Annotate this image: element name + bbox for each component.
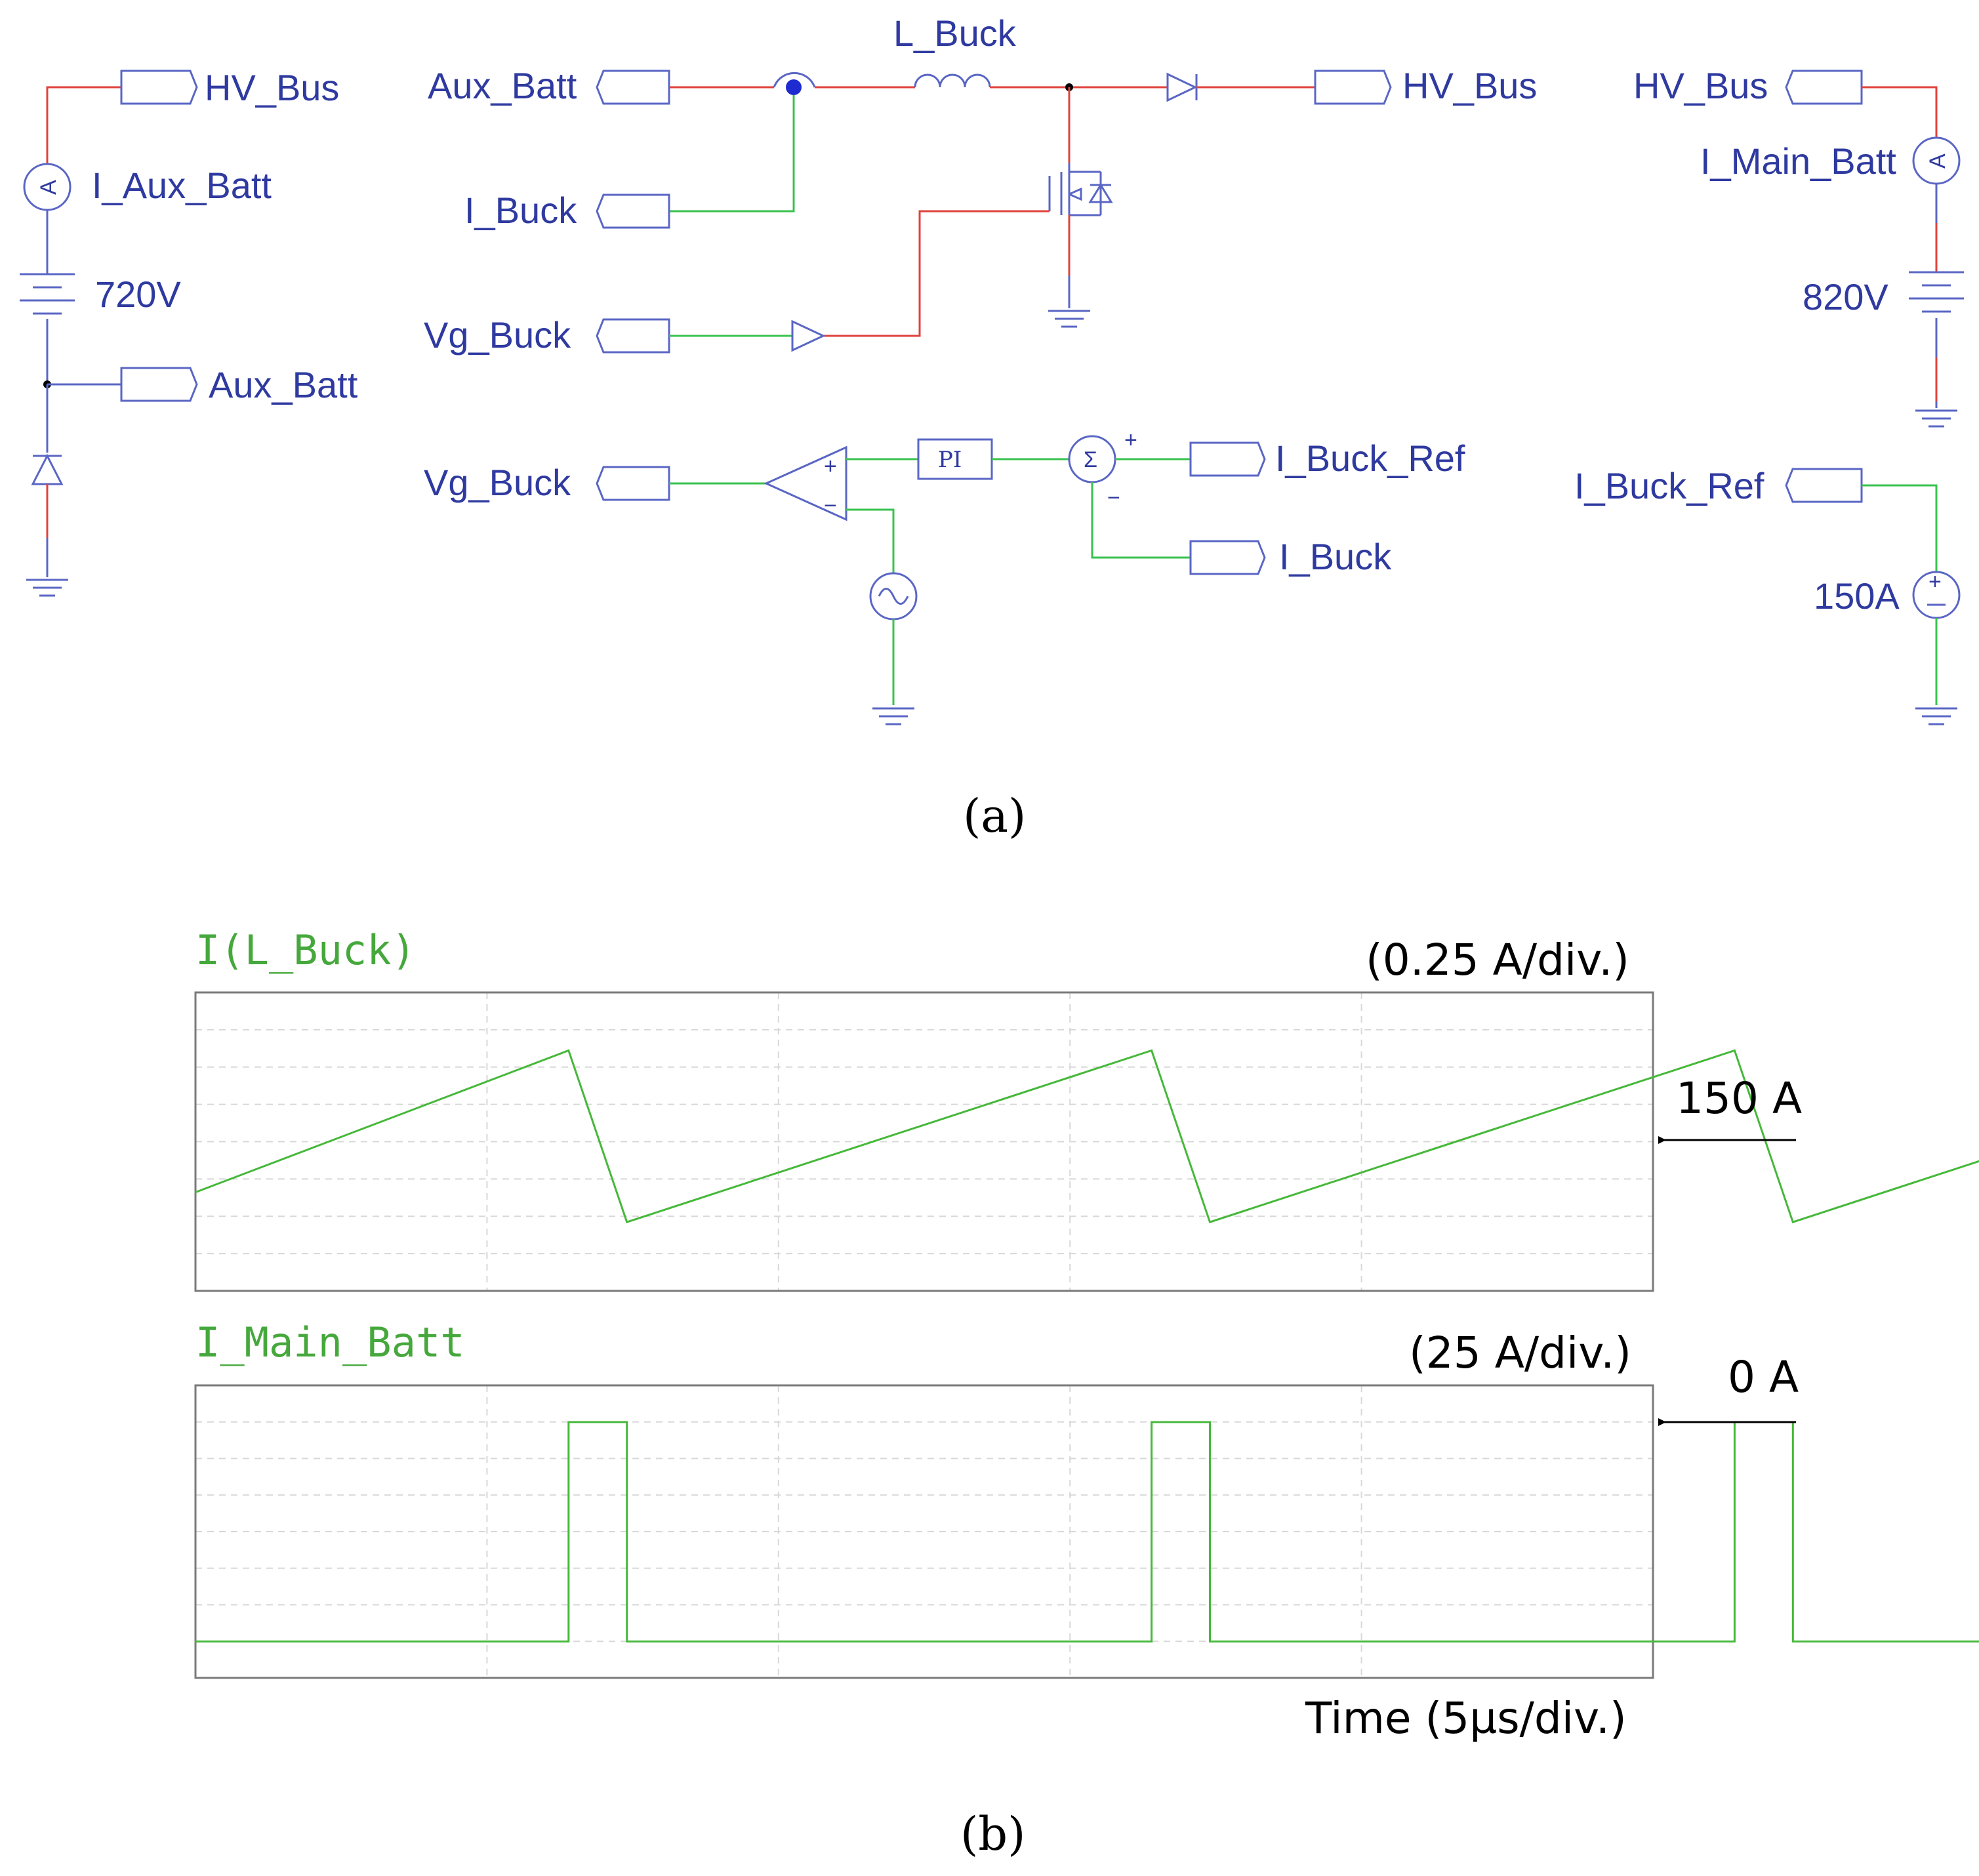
boost-diode-icon bbox=[1166, 72, 1198, 102]
aux-battery-branch: HV_Bus A I_Aux_Batt 720V Aux_Batt bbox=[20, 67, 358, 597]
wire-i-buck-sense bbox=[669, 95, 795, 213]
label-inductor: L_Buck bbox=[893, 12, 1017, 54]
inductor-icon bbox=[914, 73, 991, 88]
battery-icon bbox=[20, 273, 75, 315]
bottom-plot-grid bbox=[195, 1385, 1653, 1678]
ground-icon bbox=[26, 579, 68, 597]
schematic: HV_Bus A I_Aux_Batt 720V Aux_Batt bbox=[20, 12, 1964, 843]
top-plot-frame bbox=[194, 991, 1654, 1292]
port-aux-batt-in-shape bbox=[596, 70, 670, 105]
port-i-buck-ctrl-shape bbox=[1189, 540, 1266, 575]
port-vg-buck-gate-label: Vg_Buck bbox=[424, 314, 571, 356]
diode-icon bbox=[31, 453, 64, 485]
current-sensor-icon bbox=[773, 71, 816, 88]
gate-buffer-icon bbox=[791, 319, 826, 352]
top-plot-title: I(L_Buck) bbox=[195, 926, 416, 974]
main-battery-icon bbox=[1909, 271, 1964, 313]
wire-feedback bbox=[1091, 482, 1191, 559]
port-i-buck-ctrl-label: I_Buck bbox=[1279, 536, 1392, 577]
bottom-plot-frame bbox=[194, 1384, 1654, 1679]
top-plot-grid bbox=[195, 992, 1653, 1291]
port-aux-batt-left-shape bbox=[120, 367, 198, 402]
mosfet-icon bbox=[1048, 163, 1113, 216]
port-vg-buck-ctrl-label: Vg_Buck bbox=[424, 462, 571, 503]
port-aux-batt-left-label: Aux_Batt bbox=[209, 364, 358, 405]
port-vg-buck-gate-shape bbox=[596, 318, 670, 354]
port-i-buck-ref-ctrl-shape bbox=[1189, 441, 1266, 477]
ground-icon bbox=[872, 707, 914, 725]
waveforms: I(L_Buck) (0.25 A/div.) 150 A I_Main_Bat… bbox=[194, 926, 1979, 1861]
comparator-plus: + bbox=[824, 454, 837, 479]
ground-icon bbox=[1915, 409, 1957, 428]
controller: Vg_Buck + − PI Σ + − I_Buck_Ref I_Buck bbox=[424, 428, 1465, 725]
comparator-icon bbox=[764, 445, 847, 521]
caption-b: (b) bbox=[960, 1807, 1025, 1861]
sum-symbol: Σ bbox=[1084, 447, 1097, 472]
port-hv-bus-left-label: HV_Bus bbox=[205, 67, 339, 108]
comparator-minus: − bbox=[824, 493, 837, 518]
label-v-aux: 720V bbox=[95, 274, 181, 315]
port-i-buck-meter-shape bbox=[596, 194, 670, 229]
current-source-plus: + bbox=[1928, 569, 1942, 594]
power-stage: Aux_Batt I_Buck L_Buck HV_Bus bbox=[424, 12, 1537, 356]
top-plot-trace bbox=[195, 1049, 1979, 1223]
port-i-buck-meter-label: I_Buck bbox=[464, 190, 577, 231]
wire-hv-bus-left bbox=[46, 86, 121, 164]
caption-a: (a) bbox=[963, 789, 1026, 843]
time-scale-label: Time (5µs/div.) bbox=[1305, 1693, 1627, 1743]
bottom-plot-marker-label: 0 A bbox=[1728, 1352, 1799, 1402]
label-i-main-batt: I_Main_Batt bbox=[1700, 140, 1896, 182]
current-sensor-dot bbox=[786, 79, 802, 95]
port-hv-bus-out-shape bbox=[1314, 70, 1392, 105]
port-aux-batt-in-label: Aux_Batt bbox=[428, 65, 577, 106]
pi-block-label: PI bbox=[938, 447, 962, 473]
port-hv-bus-left-shape bbox=[120, 70, 198, 105]
bottom-plot-title: I_Main_Batt bbox=[195, 1318, 465, 1366]
label-v-main: 820V bbox=[1803, 276, 1888, 317]
bottom-plot-scale: (25 A/div.) bbox=[1409, 1328, 1631, 1378]
label-i-source: 150A bbox=[1814, 575, 1900, 617]
sum-minus: − bbox=[1107, 485, 1120, 510]
main-battery-branch: HV_Bus A I_Main_Batt 820V I_ bbox=[1574, 65, 1964, 725]
label-i-aux-batt: I_Aux_Batt bbox=[92, 165, 272, 206]
port-hv-bus-right-shape bbox=[1785, 70, 1863, 105]
ammeter-main-symbol: A bbox=[1925, 153, 1950, 169]
sine-wave-icon bbox=[878, 588, 909, 605]
port-i-buck-ref-right-label: I_Buck_Ref bbox=[1574, 465, 1765, 506]
wire-ref-source bbox=[1862, 484, 1938, 572]
port-vg-buck-ctrl-shape bbox=[596, 466, 670, 501]
ammeter-symbol: A bbox=[36, 180, 61, 195]
ground-icon bbox=[1915, 707, 1957, 725]
wire-gate-drive bbox=[823, 210, 1050, 337]
port-hv-bus-right-label: HV_Bus bbox=[1633, 65, 1768, 106]
top-plot-marker-label: 150 A bbox=[1676, 1073, 1802, 1124]
port-i-buck-ref-right-shape bbox=[1785, 468, 1863, 503]
top-plot-scale: (0.25 A/div.) bbox=[1366, 935, 1629, 985]
wire-carrier bbox=[846, 508, 895, 573]
port-hv-bus-out-label: HV_Bus bbox=[1402, 65, 1537, 106]
ground-icon bbox=[1048, 310, 1090, 328]
port-i-buck-ref-ctrl-label: I_Buck_Ref bbox=[1275, 438, 1465, 479]
wire-hv-bus-right bbox=[1862, 86, 1938, 138]
sum-plus: + bbox=[1124, 428, 1137, 453]
